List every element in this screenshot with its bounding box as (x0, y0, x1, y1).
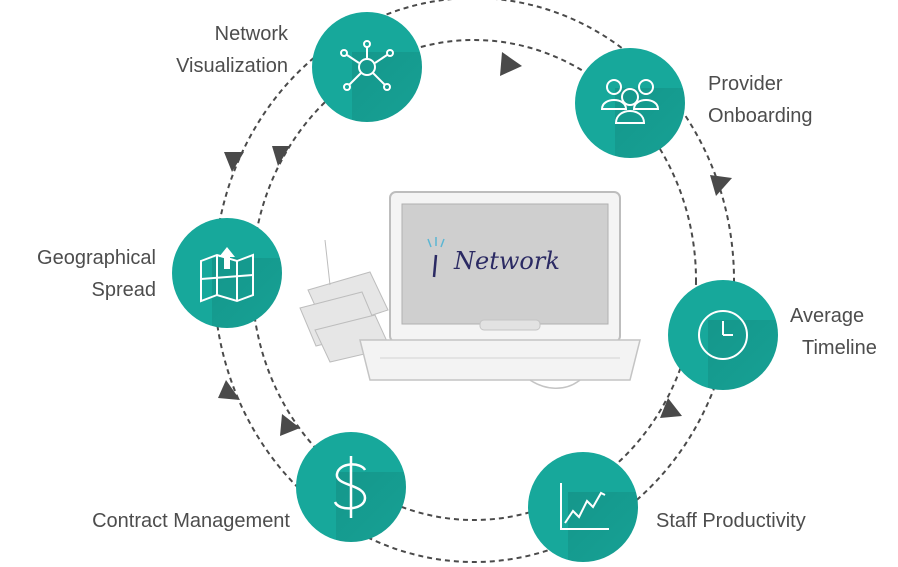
dollar-icon (333, 456, 367, 518)
arrow-head (710, 175, 732, 196)
brand-logo: Network (420, 235, 600, 285)
arrow-head (660, 398, 682, 418)
average-timeline-label: Average Timeline (790, 300, 890, 364)
laptop-illustration (290, 180, 650, 410)
arrow-head (218, 380, 240, 400)
label-line: Provider (708, 73, 783, 95)
brand-spark-icon (427, 237, 445, 278)
geographical-spread-node (172, 218, 282, 328)
label-line: Timeline (802, 337, 877, 359)
arrow-head (500, 52, 522, 76)
label-line: Geographical (37, 247, 156, 269)
staff-productivity-label: Staff Productivity (656, 505, 856, 537)
brand-text: Network (454, 247, 560, 275)
laptop-sketch (299, 191, 641, 389)
contract-management-node (296, 432, 406, 542)
people-group-icon (600, 79, 660, 124)
label-line: Spread (91, 279, 157, 301)
network-visualization-label: Network Visualization (130, 18, 288, 82)
contract-management-label: Contract Management (40, 505, 290, 537)
network-icon (340, 40, 394, 91)
average-timeline-node (668, 280, 778, 390)
arrow-head (272, 146, 290, 166)
arrow-head (224, 152, 244, 172)
label-line: Contract Management (92, 510, 290, 532)
provider-onboarding-node (575, 48, 685, 158)
inner-dashed-ring (251, 39, 697, 521)
clock-icon (698, 310, 748, 360)
line-chart-icon (560, 483, 609, 530)
label-line: Network (214, 23, 288, 45)
label-line: Average (790, 305, 865, 327)
map-upload-icon (200, 247, 254, 303)
network-visualization-node (312, 12, 422, 122)
label-line: Staff Productivity (656, 510, 806, 532)
label-line: Visualization (176, 55, 288, 77)
label-line: Onboarding (708, 105, 813, 127)
geographical-spread-label: Geographical Spread (0, 242, 156, 306)
staff-productivity-node (528, 452, 638, 562)
arrow-head (280, 414, 300, 436)
provider-onboarding-label: Provider Onboarding (708, 68, 878, 132)
outer-dashed-ring (213, 0, 735, 563)
